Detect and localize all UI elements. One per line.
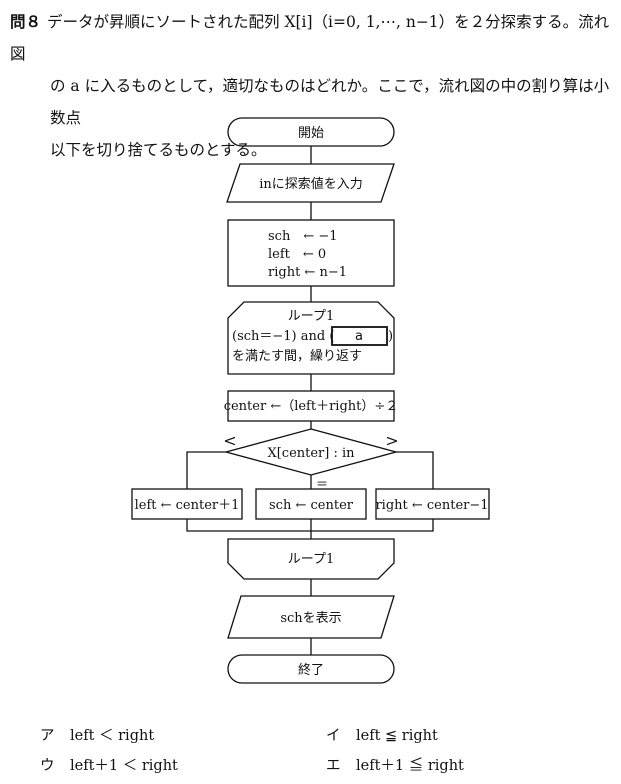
choice-letter: ア xyxy=(40,728,55,744)
choice-text: left＋1 ＜ right xyxy=(70,758,178,774)
choice-e: エ left＋1 ≦ right xyxy=(326,754,464,775)
loop-cond-suffix: ) xyxy=(388,329,393,344)
choice-text: left＋1 ≦ right xyxy=(356,758,464,774)
branch-left-label: left ← center＋1 xyxy=(135,498,240,513)
choice-text: left ≦ right xyxy=(356,728,438,744)
branch-right-label: right ← center−1 xyxy=(375,498,488,513)
choice-letter: イ xyxy=(326,728,341,744)
end-terminal xyxy=(227,654,395,684)
init-line-2: left ← 0 xyxy=(268,247,326,262)
input-label: inに探索値を入力 xyxy=(259,176,363,192)
init-line-3: right ← n−1 xyxy=(268,265,347,280)
choice-i: イ left ≦ right xyxy=(326,724,438,745)
choice-a: ア left ＜ right xyxy=(40,724,154,745)
loop-end xyxy=(227,538,395,580)
choice-u: ウ left＋1 ＜ right xyxy=(40,754,178,775)
blank-a-label: a xyxy=(355,329,363,344)
question-line-3: 以下を切り捨てるものとする。 xyxy=(50,141,267,159)
loop-start xyxy=(227,301,395,375)
choice-letter: エ xyxy=(326,758,341,774)
branch-mid-label: sch ← center xyxy=(269,498,354,513)
output-box xyxy=(227,595,395,639)
equal-symbol: ＝ xyxy=(316,477,328,491)
greater-symbol: > xyxy=(385,431,398,450)
loop-start-name: ループ1 xyxy=(288,309,335,324)
question-line-2: の a に入るものとして，適切なものはどれか。ここで，流れ図の中の割り算は小数点 xyxy=(50,77,610,127)
input-box xyxy=(226,163,395,203)
init-line-1: sch ← −1 xyxy=(268,229,338,244)
less-symbol: < xyxy=(223,431,236,450)
loop-cond-line3: を満たす間，繰り返す xyxy=(232,349,362,364)
output-label: schを表示 xyxy=(280,611,341,626)
question-number: 問８ xyxy=(10,13,42,31)
blank-a-box xyxy=(331,326,388,346)
start-label: 開始 xyxy=(298,126,324,141)
choice-letter: ウ xyxy=(40,758,55,774)
end-label: 終了 xyxy=(298,662,324,678)
compare-label: X[center] : in xyxy=(267,446,355,461)
loop-cond-prefix: (sch＝−1) and ( xyxy=(232,329,334,344)
choice-text: left ＜ right xyxy=(70,728,155,744)
loop-end-label: ループ1 xyxy=(288,552,335,567)
center-calc-label: center ←（left＋right）÷２ xyxy=(224,399,399,414)
